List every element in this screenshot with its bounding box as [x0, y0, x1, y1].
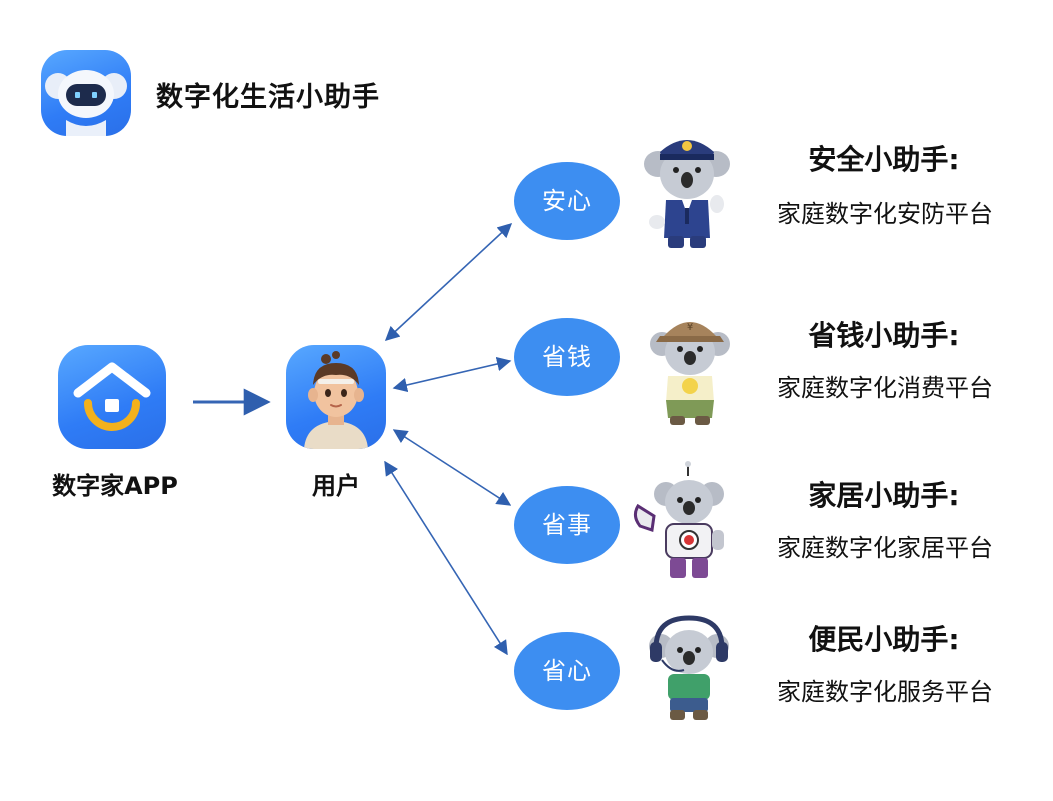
assistant-title-service: 便民小助手:	[808, 623, 960, 656]
robot-koala-icon	[633, 461, 724, 578]
assistant-title-saving: 省钱小助手:	[808, 319, 960, 352]
arrow-user-anxin	[384, 223, 513, 341]
category-bubble-shengqian[interactable]: 省钱	[514, 318, 620, 396]
svg-text:¥: ¥	[687, 322, 693, 333]
category-bubble-anxin[interactable]: 安心	[514, 162, 620, 240]
robot-koala-icon	[45, 70, 127, 136]
assistant-subtitle-security: 家庭数字化安防平台	[777, 200, 993, 228]
police-koala-icon	[644, 140, 730, 248]
assistant-title-security: 安全小助手:	[808, 143, 960, 176]
arrow-user-shengshi	[392, 429, 512, 506]
assistant-title-home: 家居小助手:	[808, 479, 960, 512]
user-avatar[interactable]	[286, 345, 386, 449]
user-avatar-icon	[304, 351, 368, 449]
assistant-subtitle-service: 家庭数字化服务平台	[777, 678, 993, 706]
shopper-koala-icon: ¥	[650, 322, 730, 425]
assistant-subtitle-home: 家庭数字化家居平台	[777, 534, 993, 562]
category-bubble-shengxin[interactable]: 省心	[514, 632, 620, 710]
headset-koala-icon	[649, 615, 729, 720]
home-icon	[73, 362, 151, 431]
user-label: 用户	[312, 472, 360, 500]
assistant-subtitle-saving: 家庭数字化消费平台	[777, 374, 993, 402]
app-label: 数字家APP	[52, 472, 178, 500]
arrow-user-shengxin	[384, 460, 508, 656]
category-bubble-shengshi[interactable]: 省事	[514, 486, 620, 564]
header-logo	[41, 50, 131, 136]
app-icon[interactable]	[58, 345, 166, 449]
arrow-user-shengqian	[392, 356, 512, 393]
page-title: 数字化生活小助手	[156, 82, 380, 113]
